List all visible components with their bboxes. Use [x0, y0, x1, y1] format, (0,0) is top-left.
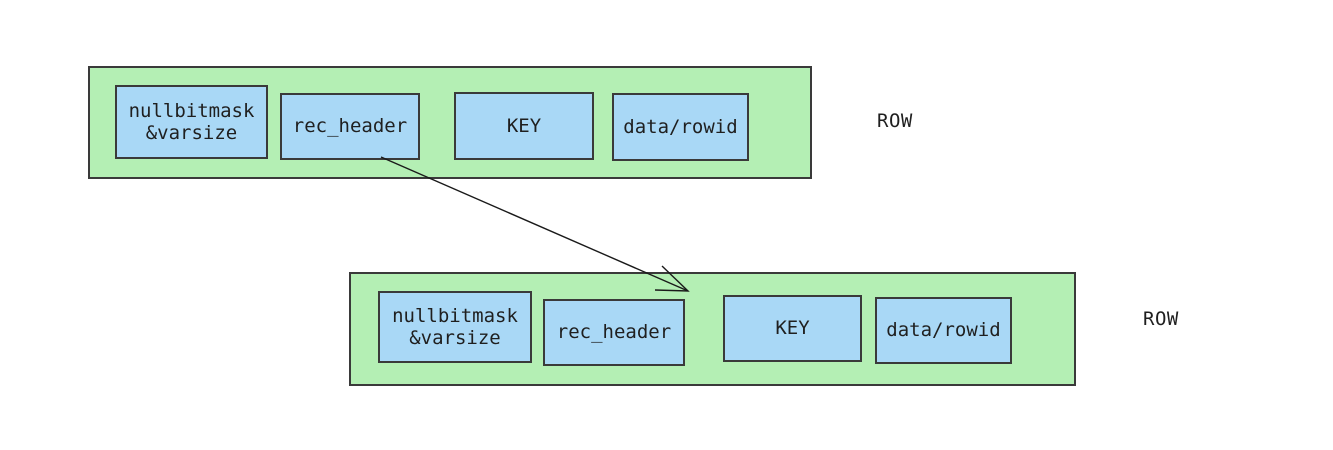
row-1-container: nullbitmask &varsize rec_header KEY data… [88, 66, 812, 179]
row-2-cell-data-rowid: data/rowid [875, 297, 1012, 364]
row-2-cell-nullbitmask-varsize: nullbitmask &varsize [378, 291, 532, 363]
row-1-cell-rec-header: rec_header [280, 93, 420, 160]
row-2-cell-rec-header: rec_header [543, 299, 685, 366]
row-1-cell-nullbitmask-varsize: nullbitmask &varsize [115, 85, 268, 159]
row-2-cell-key: KEY [723, 295, 862, 362]
row-2-label: ROW [1143, 308, 1179, 330]
row-1-label: ROW [877, 110, 913, 132]
row-1-cell-key: KEY [454, 92, 594, 160]
row-2-container: nullbitmask &varsize rec_header KEY data… [349, 272, 1076, 386]
row-1-cell-data-rowid: data/rowid [612, 93, 749, 161]
